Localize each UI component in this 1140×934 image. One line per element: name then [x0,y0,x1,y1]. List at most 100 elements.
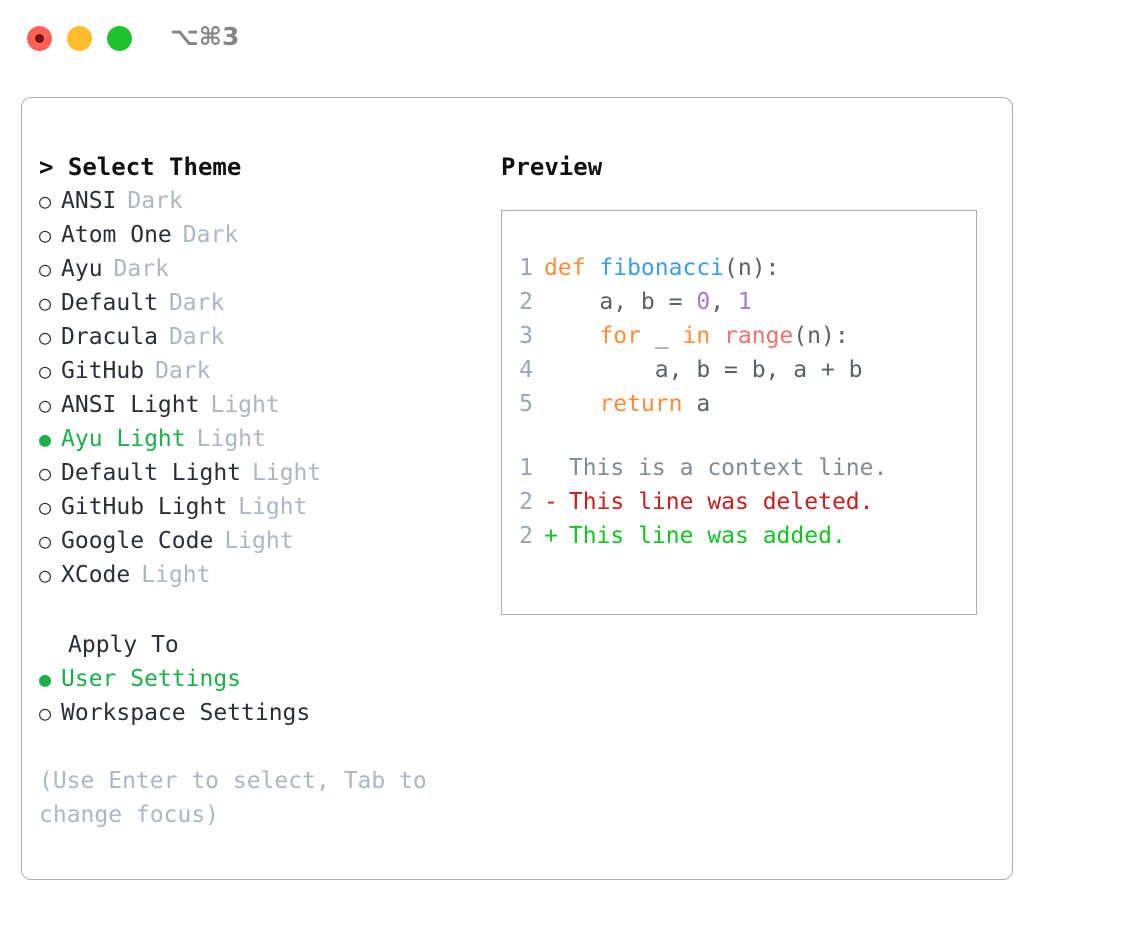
apply-to-option-user-settings[interactable]: ●User Settings [39,662,499,696]
radio-selected-icon: ● [39,427,52,451]
code-line-number: 5 [519,391,533,417]
keyboard-hint-text: (Use Enter to select, Tab to change focu… [39,768,441,828]
radio-unselected-icon: ○ [39,563,52,587]
theme-option-label: Default [61,290,158,316]
code-line-text: a, b = 0, 1 [544,289,752,315]
theme-option-label: ANSI [61,188,117,214]
code-token-plain: _ [640,323,683,349]
theme-variant-label: Dark [182,222,239,248]
code-line-number: 3 [519,323,533,349]
code-line-number: 1 [519,255,533,281]
theme-option-label: GitHub [61,358,145,384]
theme-option-github[interactable]: ○ GitHub Dark [39,354,499,388]
diff-marker: + [544,523,558,549]
theme-option-label: Dracula [61,324,158,350]
code-token-builtin: range [724,323,794,349]
code-line: 3 for _ in range(n): [519,319,970,353]
radio-unselected-icon: ○ [39,257,52,281]
diff-line-text: This is a context line. [555,455,888,481]
theme-variant-label: Light [252,460,322,486]
theme-variant-label: Dark [127,188,183,214]
code-token-keyword: def [544,255,600,281]
radio-unselected-icon: ○ [39,701,52,725]
theme-option-label: ANSI Light [61,392,200,418]
radio-unselected-icon: ○ [39,359,52,383]
code-token-plain [544,323,599,349]
theme-variant-label: Light [224,528,294,554]
code-line-text: return a [544,391,710,417]
zoom-window-button[interactable] [107,26,132,51]
apply-to-option-workspace-settings[interactable]: ○ Workspace Settings [39,696,499,730]
radio-unselected-icon: ○ [39,495,52,519]
theme-option-google-code[interactable]: ○ Google Code Light [39,524,499,558]
diff-marker [544,451,555,485]
minimize-window-button[interactable] [67,26,92,51]
code-token-plain: a, b = [544,289,697,315]
theme-variant-label: Light [238,494,308,520]
code-token-number: 1 [737,289,752,315]
theme-variant-label: Dark [168,290,225,316]
code-line-text: a, b = b, a + b [544,357,863,383]
theme-option-label: Google Code [61,528,214,554]
code-token-plain [544,391,599,417]
radio-unselected-icon: ○ [39,393,52,417]
diff-line-body: - This line was deleted. [544,489,874,515]
diff-line-body: + This line was added. [544,523,846,549]
title-bar: ⌥⌘3 [0,0,1140,78]
code-token-number: 0 [696,289,711,315]
theme-option-label: GitHub Light [61,494,228,520]
code-line-text: for _ in range(n): [544,323,849,349]
code-token-plain: a, b = b, a + b [544,357,863,383]
code-token-plain: , [710,289,738,315]
radio-unselected-icon: ○ [39,291,52,315]
code-token-keyword: for [599,323,641,349]
theme-option-default[interactable]: ○ Default Dark [39,286,499,320]
radio-unselected-icon: ○ [39,529,52,553]
apply-to-option-label: Workspace Settings [61,700,311,726]
theme-option-xcode[interactable]: ○ XCode Light [39,558,499,592]
theme-option-dracula[interactable]: ○ Dracula Dark [39,320,499,354]
theme-variant-label: Dark [113,256,169,282]
diff-line-number: 2 [519,523,533,549]
theme-variant-label: Light [141,562,211,588]
diff-sample: 1 This is a context line. 2 - This line wa… [519,451,970,553]
radio-unselected-icon: ○ [39,325,52,349]
close-window-button[interactable] [27,26,52,51]
theme-option-label: Default Light [61,460,242,486]
code-line-number: 4 [519,357,533,383]
code-line: 2 a, b = 0, 1 [519,285,970,319]
keyboard-shortcut-label: ⌥⌘3 [170,22,240,51]
traffic-lights [27,26,132,51]
apply-to-option-list[interactable]: ●User Settings ○ Workspace Settings [39,662,499,730]
diff-line-added: 2 + This line was added. [519,519,970,553]
theme-variant-label: Dark [168,324,225,350]
theme-option-label: XCode [61,562,131,588]
diff-line-number: 1 [519,455,533,481]
code-line: 4 a, b = b, a + b [519,353,970,387]
theme-variant-label: Dark [155,358,211,384]
theme-option-github-light[interactable]: ○ GitHub Light Light [39,490,499,524]
diff-line-number: 2 [519,489,533,515]
theme-option-ansi[interactable]: ○ ANSI Dark [39,184,499,218]
radio-unselected-icon: ○ [39,223,52,247]
code-token-keyword: in [682,323,711,349]
code-token-function: fibonacci [599,255,725,281]
code-token-plain: (n): [793,323,849,349]
code-token-keyword: return [599,391,683,417]
radio-unselected-icon: ○ [39,189,52,213]
diff-line-context: 1 This is a context line. [519,451,970,485]
diff-marker: - [544,489,558,515]
